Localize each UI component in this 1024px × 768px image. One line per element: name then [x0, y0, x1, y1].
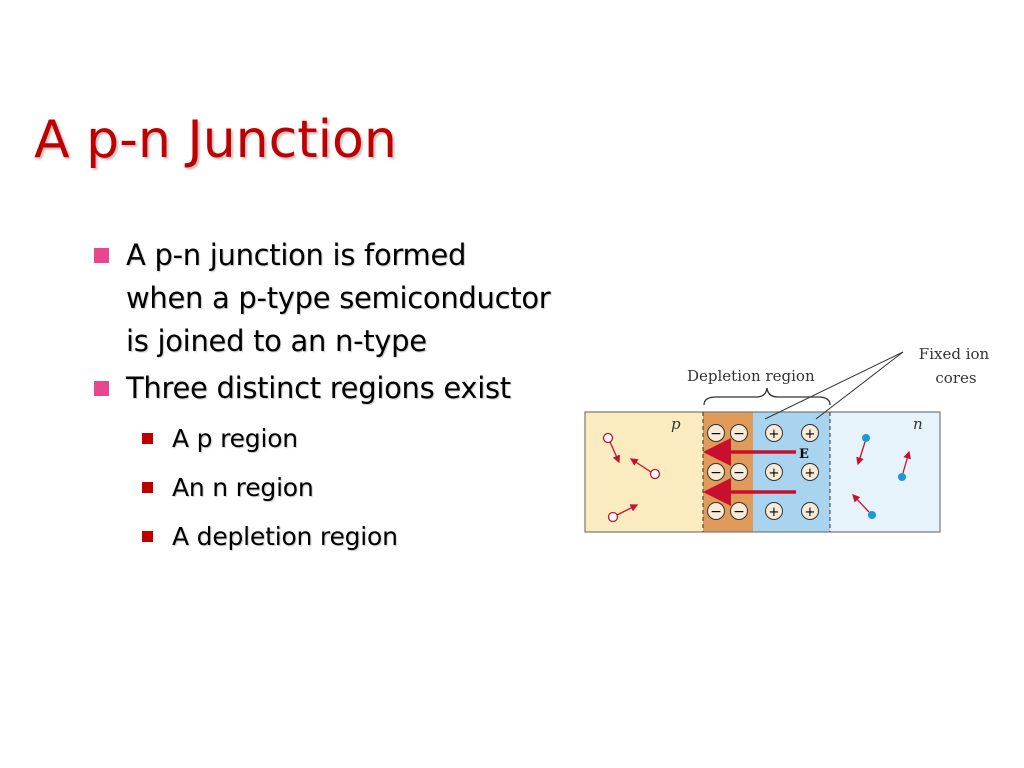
plus-sign: +	[805, 427, 816, 442]
positive-ion	[765, 463, 783, 481]
electron	[898, 473, 906, 481]
bullet-text: A p-n junction is formed when a p-type s…	[126, 238, 551, 358]
slide-title: A p-n Junction	[34, 110, 397, 170]
electron-motion-arrow	[856, 441, 866, 466]
sub-bullet-square-icon	[142, 433, 153, 444]
p-label: p	[671, 415, 681, 433]
n-label: n	[913, 415, 923, 433]
electron-motion-arrow	[852, 494, 870, 513]
plus-sign: +	[769, 427, 780, 442]
minus-sign: −	[710, 426, 722, 442]
hole-motion-arrow	[616, 504, 639, 516]
bullet-item: Three distinct regions exist	[92, 367, 552, 410]
negative-ion	[730, 463, 748, 481]
bullet-item: A p-n junction is formed when a p-type s…	[92, 234, 552, 363]
bullet-square-icon	[94, 248, 109, 263]
electron	[868, 511, 876, 519]
sub-bullet-item: A depletion region	[92, 512, 552, 561]
bullet-text: Three distinct regions exist	[126, 371, 511, 405]
fixed-ion-label-line1: Fixed ion	[919, 345, 990, 363]
sub-bullet-text: An n region	[172, 473, 314, 502]
bullet-list: A p-n junction is formed when a p-type s…	[92, 234, 552, 561]
positive-ion	[765, 502, 783, 520]
plus-sign: +	[769, 466, 780, 481]
positive-ion	[801, 502, 819, 520]
sub-bullet-square-icon	[142, 531, 153, 542]
minus-sign: −	[733, 426, 745, 442]
p-region	[585, 412, 703, 532]
junction-outline	[584, 411, 941, 533]
positive-ion	[801, 463, 819, 481]
bullet-square-icon	[94, 381, 109, 396]
holes-group	[602, 432, 661, 523]
depletion-region-label: Depletion region	[687, 367, 815, 385]
sub-bullet-item: An n region	[92, 463, 552, 512]
leader-line-2	[815, 351, 904, 420]
electron	[862, 434, 870, 442]
plus-sign: +	[805, 505, 816, 520]
n-region	[830, 412, 940, 532]
minus-sign: −	[710, 504, 722, 520]
minus-sign: −	[733, 504, 745, 520]
minus-sign: −	[733, 465, 745, 481]
electrons-group	[852, 434, 911, 519]
sub-bullet-text: A p region	[172, 424, 298, 453]
hole	[649, 468, 661, 480]
positive-ion-group: + + + + + +	[765, 424, 819, 520]
field-label: E	[799, 447, 809, 462]
hole-motion-arrow	[629, 458, 652, 473]
hole-motion-arrow	[609, 441, 620, 464]
leader-line-1	[764, 351, 904, 420]
negative-ion	[730, 502, 748, 520]
minus-sign: −	[710, 465, 722, 481]
sub-bullet-square-icon	[142, 482, 153, 493]
plus-sign: +	[769, 505, 780, 520]
positive-ion	[801, 424, 819, 442]
pn-junction-diagram: Depletion region Fixed ion cores p n − −…	[584, 345, 990, 533]
electron-motion-arrow	[902, 450, 911, 474]
sub-bullet-item: A p region	[92, 414, 552, 463]
hole	[607, 511, 619, 523]
positive-ion	[765, 424, 783, 442]
plus-sign: +	[805, 466, 816, 481]
negative-ion	[730, 424, 748, 442]
hole	[602, 432, 614, 444]
fixed-ion-label-line2: cores	[935, 369, 976, 387]
depletion-brace	[703, 387, 831, 406]
sub-bullet-text: A depletion region	[172, 522, 398, 551]
electric-field-arrows	[703, 438, 796, 506]
